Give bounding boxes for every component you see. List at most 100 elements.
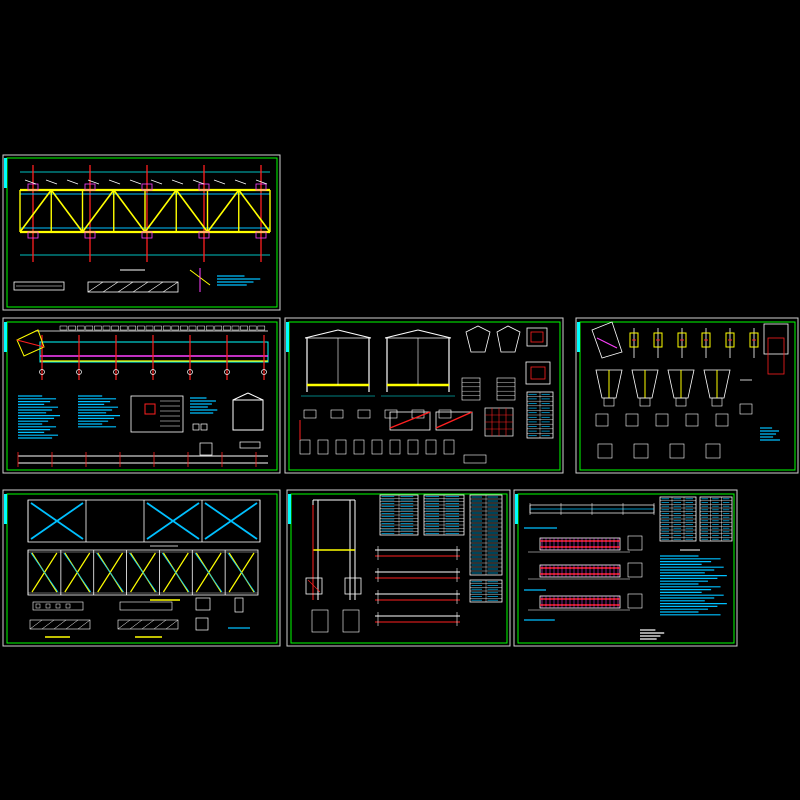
small-detail <box>407 439 419 455</box>
column-section <box>344 577 362 595</box>
small-detail <box>317 439 329 455</box>
beams-drawing <box>524 496 733 640</box>
detail-core <box>767 337 785 375</box>
ridge-segment <box>94 325 102 331</box>
sheet-beam-reinforcement[interactable] <box>513 489 738 647</box>
gusset-plate <box>84 183 96 191</box>
frame-section <box>232 399 264 431</box>
footing-base <box>711 397 723 407</box>
sheet-border <box>6 321 278 471</box>
strip-diag <box>29 619 43 630</box>
mini-truss-diag <box>117 281 134 293</box>
plate-detail <box>595 413 609 427</box>
label-tick <box>213 179 226 185</box>
section-strip <box>117 619 179 630</box>
anchor-detail <box>633 443 649 459</box>
strip-hole <box>65 603 71 609</box>
section-strip <box>29 619 91 630</box>
node-detail <box>465 325 491 353</box>
grid-block <box>496 377 516 401</box>
column-bracket <box>653 332 663 348</box>
section-box <box>525 361 551 385</box>
sheet-node-details[interactable] <box>575 317 799 474</box>
gusset-plate <box>255 231 267 239</box>
strip-diag <box>53 619 67 630</box>
small-detail <box>299 439 311 455</box>
sheet-frame <box>2 489 281 647</box>
sheet-bracing-plan[interactable] <box>2 489 281 647</box>
truss-drawing <box>13 165 271 293</box>
plate-detail <box>239 441 261 449</box>
beam-elevation <box>539 537 621 551</box>
details-drawing <box>591 321 789 459</box>
sheet-border <box>290 493 508 644</box>
column-bracket <box>749 332 759 348</box>
label-tick <box>255 179 268 185</box>
bolt-detail <box>200 423 208 431</box>
sheet-tab <box>4 322 7 352</box>
ridge-segment <box>154 325 162 331</box>
beam-section <box>627 593 643 609</box>
small-detail <box>342 609 360 633</box>
connection-detail <box>357 409 371 419</box>
cross-brace-inner <box>96 552 124 593</box>
ridge-segment <box>231 325 240 331</box>
strip-diag <box>77 619 91 630</box>
sheet-border <box>6 157 278 308</box>
roof-slope <box>384 329 419 339</box>
small-detail <box>335 439 347 455</box>
connection-detail <box>438 409 452 419</box>
ridge-segment <box>128 325 137 331</box>
cross-brace-inner <box>227 552 256 593</box>
cross-brace <box>204 502 258 540</box>
sheet-truss-elevation[interactable] <box>2 154 281 311</box>
strip-hole <box>55 603 61 609</box>
sheet-column-beam-tables[interactable] <box>286 489 511 647</box>
legend-table <box>130 395 184 433</box>
axis-bubble <box>187 369 193 375</box>
ridge-segment <box>119 325 128 331</box>
gusset-plate <box>27 231 39 239</box>
diagonal-member <box>144 189 177 233</box>
sheet-gallery-plan[interactable] <box>2 317 281 474</box>
axis-bubble <box>224 369 230 375</box>
strip-diag <box>129 619 143 630</box>
column-bracket <box>629 332 639 348</box>
beam-section <box>627 535 643 551</box>
small-detail <box>371 439 383 455</box>
bolt-detail <box>199 442 213 456</box>
footing-detail <box>631 369 659 399</box>
anchor-detail <box>597 443 613 459</box>
sheet-portal-frame[interactable] <box>284 317 564 474</box>
small-detail <box>311 609 329 633</box>
sheet-frame <box>2 154 281 311</box>
gusset-plate <box>84 231 96 239</box>
cross-brace <box>146 502 200 540</box>
strip-diag <box>153 619 167 630</box>
column-bracket <box>701 332 711 348</box>
plate-detail <box>685 413 699 427</box>
ridge-segment <box>205 325 214 331</box>
column-bracket <box>677 332 687 348</box>
beam-detail <box>435 411 473 431</box>
section-core <box>530 331 544 343</box>
sheet-border <box>517 493 735 644</box>
beam-elevation <box>539 564 621 578</box>
footing-base <box>603 397 615 407</box>
cross-brace-inner <box>194 552 223 593</box>
gallery-outline <box>39 341 269 363</box>
diagonal-member <box>238 189 271 233</box>
small-detail <box>389 439 401 455</box>
diagonal-member <box>50 189 84 233</box>
ridge-segment <box>59 325 68 331</box>
strip-diag <box>41 619 55 630</box>
column-bracket <box>725 332 735 348</box>
rotated-detail <box>591 321 623 359</box>
cross-brace-inner <box>161 552 190 593</box>
diagonal-member <box>113 189 146 233</box>
mini-truss-diag <box>162 281 179 293</box>
ridge-segment <box>197 325 205 331</box>
sheet-border <box>288 321 561 471</box>
mini-truss-diag <box>147 281 164 293</box>
